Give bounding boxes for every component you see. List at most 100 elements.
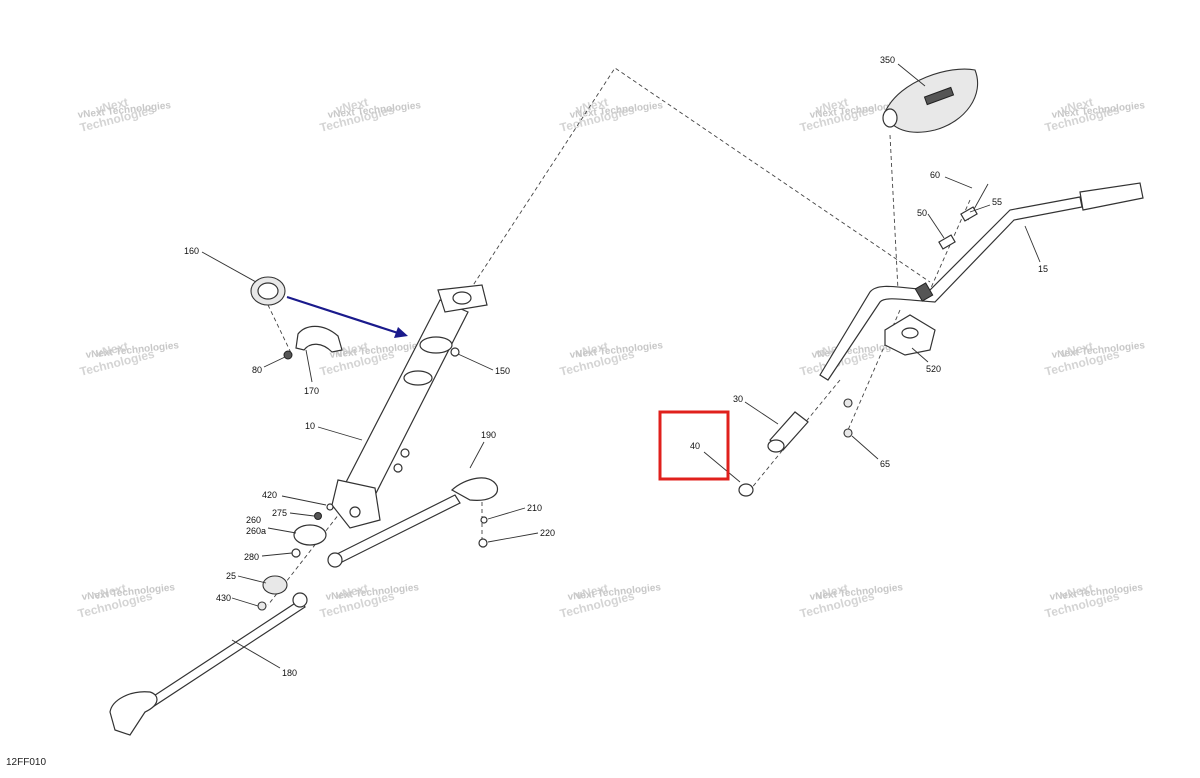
callout-40[interactable]: 40 xyxy=(690,441,700,451)
leader-430 xyxy=(231,597,259,607)
handlebar-clamp xyxy=(884,314,936,356)
callout-60[interactable]: 60 xyxy=(930,170,940,180)
callout-50[interactable]: 50 xyxy=(917,208,927,218)
callout-150[interactable]: 150 xyxy=(495,366,510,376)
leader-260 xyxy=(267,527,297,534)
watermark-layer: vNext Technologies vNext Technologies vN… xyxy=(76,95,1146,621)
callout-350[interactable]: 350 xyxy=(880,55,895,65)
bearing-inner xyxy=(257,282,279,300)
handlebar xyxy=(819,182,1144,381)
cap-50 xyxy=(938,234,956,250)
leader-220 xyxy=(487,532,539,543)
washer-b xyxy=(393,463,403,473)
leader-25 xyxy=(237,575,267,584)
callout-280[interactable]: 280 xyxy=(244,552,259,562)
leader-150 xyxy=(457,353,494,371)
tie-rod-left xyxy=(109,592,308,736)
handlebar-pad xyxy=(882,68,979,133)
pad-end xyxy=(882,108,898,128)
leader-520 xyxy=(911,347,929,363)
grip-30-end xyxy=(767,439,785,453)
leader-275 xyxy=(289,512,315,517)
pointer-arrow xyxy=(286,295,408,338)
assembly-dash-bearing xyxy=(267,304,293,356)
column-collar-lower xyxy=(403,370,433,386)
assembly-lines xyxy=(267,67,971,606)
tie-rod-right xyxy=(327,477,499,568)
callout-210[interactable]: 210 xyxy=(527,503,542,513)
tie-rod-right-end xyxy=(450,477,499,501)
callout-160[interactable]: 160 xyxy=(184,246,199,256)
tie-rod-left-end xyxy=(109,691,158,736)
callout-170[interactable]: 170 xyxy=(304,386,319,396)
callout-420[interactable]: 420 xyxy=(262,490,277,500)
column-bracket-hole xyxy=(349,506,361,518)
nut-80 xyxy=(283,350,293,360)
bolt-150 xyxy=(450,347,460,357)
plug-40 xyxy=(738,483,754,497)
assembly-dash-lower xyxy=(267,499,351,606)
bearing-part xyxy=(250,276,286,306)
leader-lines xyxy=(201,63,1041,669)
callout-220[interactable]: 220 xyxy=(540,528,555,538)
washer-420 xyxy=(326,503,334,511)
leader-210 xyxy=(487,507,526,520)
leader-10 xyxy=(317,426,363,441)
callout-80[interactable]: 80 xyxy=(252,365,262,375)
leader-55 xyxy=(969,204,991,213)
figure-id: 12FF010 xyxy=(6,757,46,768)
leader-170 xyxy=(305,349,313,383)
nut-220 xyxy=(478,538,488,548)
callout-10[interactable]: 10 xyxy=(305,421,315,431)
leader-80 xyxy=(263,356,286,368)
callout-180[interactable]: 180 xyxy=(282,668,297,678)
pad-logo xyxy=(923,86,955,106)
nut-65a xyxy=(843,398,853,408)
bolt-430 xyxy=(257,601,267,611)
nut-275 xyxy=(314,512,322,520)
bolt-280 xyxy=(291,548,301,558)
clamp-bore xyxy=(901,327,919,339)
arrow-head xyxy=(394,327,408,338)
leader-350 xyxy=(897,63,926,87)
handlebar-knurl xyxy=(914,282,934,302)
washer-210 xyxy=(480,516,488,524)
column-top-bore xyxy=(452,291,472,305)
leader-30 xyxy=(744,401,779,425)
leader-15 xyxy=(1024,225,1041,263)
leader-65 xyxy=(851,435,879,460)
callout-30[interactable]: 30 xyxy=(733,394,743,404)
column-shaft xyxy=(341,299,469,506)
callout-55[interactable]: 55 xyxy=(992,197,1002,207)
lower-hardware xyxy=(257,448,410,611)
leader-190 xyxy=(469,441,485,469)
callout-260a[interactable]: 260a xyxy=(246,526,266,536)
bearing-25 xyxy=(262,575,288,595)
cap-55 xyxy=(960,206,978,222)
callout-190[interactable]: 190 xyxy=(481,430,496,440)
callout-260[interactable]: 260 xyxy=(246,515,261,525)
handlebar-tube xyxy=(819,196,1083,381)
callout-275[interactable]: 275 xyxy=(272,508,287,518)
assembly-dash-pad xyxy=(889,134,899,291)
tie-rod-right-ball xyxy=(327,552,343,568)
leader-180 xyxy=(231,639,281,669)
nut-65b xyxy=(843,428,853,438)
leader-40 xyxy=(703,451,741,483)
washer-a xyxy=(400,448,410,458)
steering-column xyxy=(331,284,488,529)
callout-15[interactable]: 15 xyxy=(1038,264,1048,274)
column-collar xyxy=(419,336,453,354)
highlight-box-40 xyxy=(658,410,730,481)
callout-430[interactable]: 430 xyxy=(216,593,231,603)
leader-50 xyxy=(927,213,945,239)
tie-rod-left-ball xyxy=(292,592,308,608)
leader-60 xyxy=(944,176,973,189)
arrow-shaft xyxy=(286,295,399,335)
callout-520[interactable]: 520 xyxy=(926,364,941,374)
half-clamp xyxy=(295,325,343,353)
callout-65[interactable]: 65 xyxy=(880,459,890,469)
handlebar-grip xyxy=(1079,182,1144,211)
callout-25[interactable]: 25 xyxy=(226,571,236,581)
